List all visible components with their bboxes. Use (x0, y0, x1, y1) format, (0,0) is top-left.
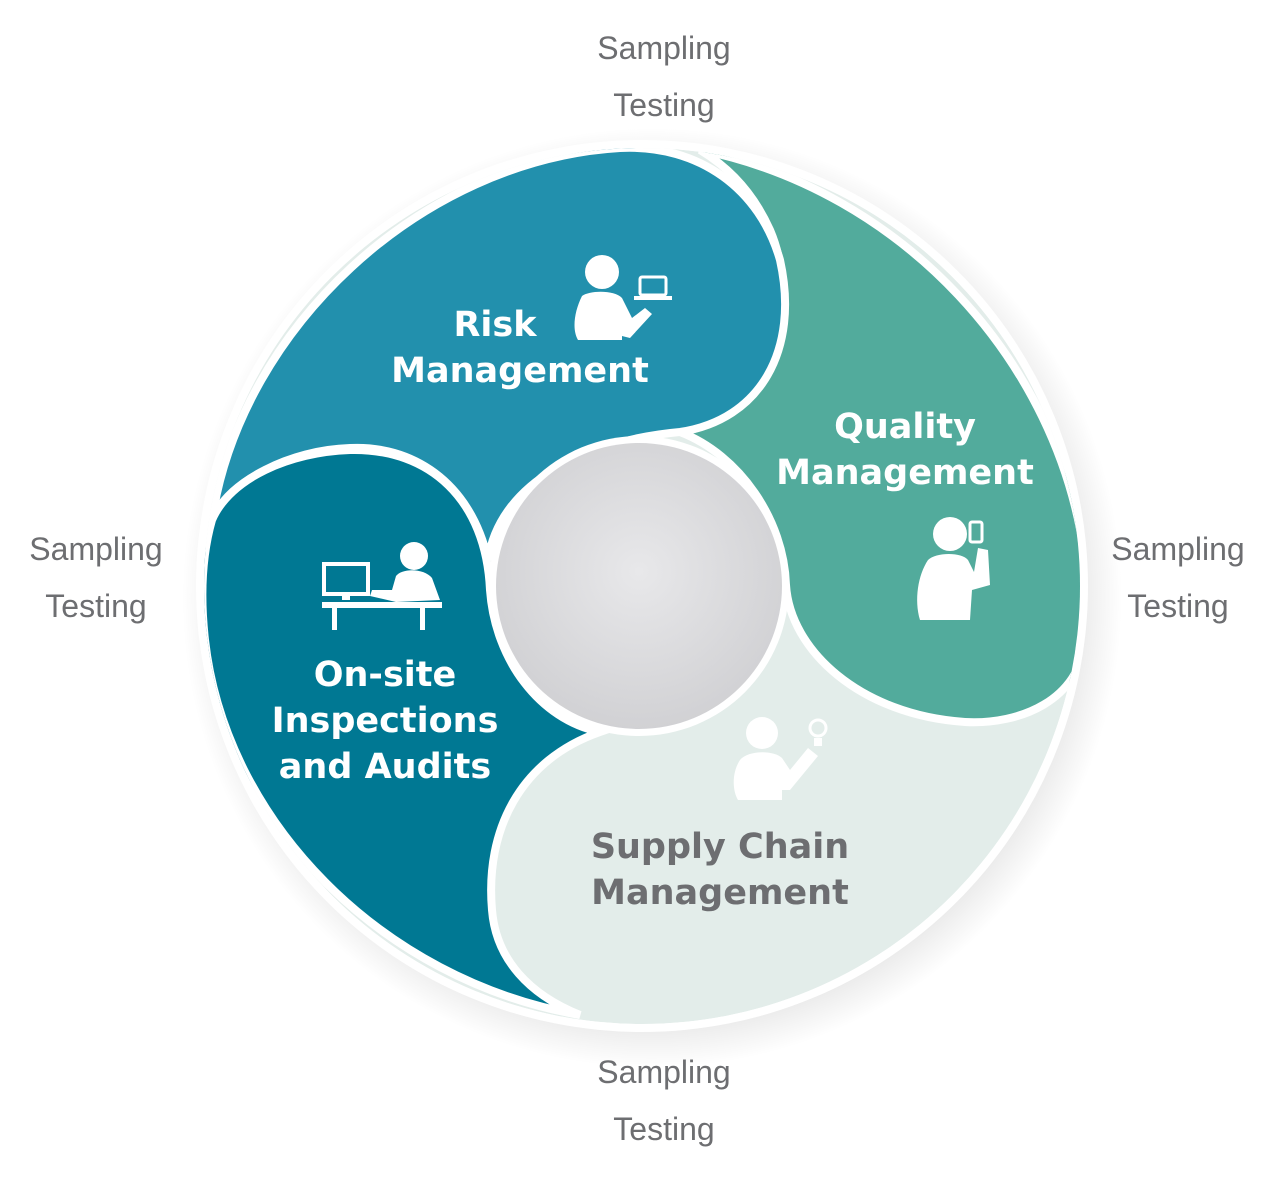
title-supply: Supply Chain Management (560, 824, 880, 916)
label-right-line1: Sampling (1111, 531, 1245, 567)
title-quality-line1: Quality (834, 407, 976, 447)
title-supply-line1: Supply Chain (590, 827, 850, 867)
title-risk-line2: Management (391, 351, 649, 391)
person-phone-icon (917, 517, 990, 620)
hub-center (496, 443, 782, 729)
title-quality-line2: Management (776, 453, 1034, 493)
title-quality: Quality Management (760, 404, 1050, 496)
title-onsite-line1: On-site (313, 655, 457, 695)
title-onsite-line3: and Audits (278, 747, 492, 787)
label-right: Sampling Testing (1058, 521, 1274, 635)
label-left: Sampling Testing (0, 521, 216, 635)
title-risk: Risk Management (370, 302, 670, 394)
label-left-line2: Testing (45, 588, 147, 624)
title-onsite: On-site Inspections and Audits (250, 652, 520, 790)
title-risk-line1: Risk (453, 305, 537, 345)
label-top: Sampling Testing (544, 20, 784, 134)
label-bottom: Sampling Testing (544, 1044, 784, 1158)
person-laptop-icon (574, 255, 672, 340)
label-bottom-line1: Sampling (597, 1054, 731, 1090)
title-supply-line2: Management (591, 873, 849, 913)
label-top-line1: Sampling (597, 30, 731, 66)
label-top-line2: Testing (613, 87, 715, 123)
label-left-line1: Sampling (29, 531, 163, 567)
label-bottom-line2: Testing (613, 1111, 715, 1147)
person-lightbulb-icon (733, 717, 828, 800)
label-right-line2: Testing (1127, 588, 1229, 624)
title-onsite-line2: Inspections (271, 701, 499, 741)
person-computer-desk-icon (322, 542, 442, 630)
